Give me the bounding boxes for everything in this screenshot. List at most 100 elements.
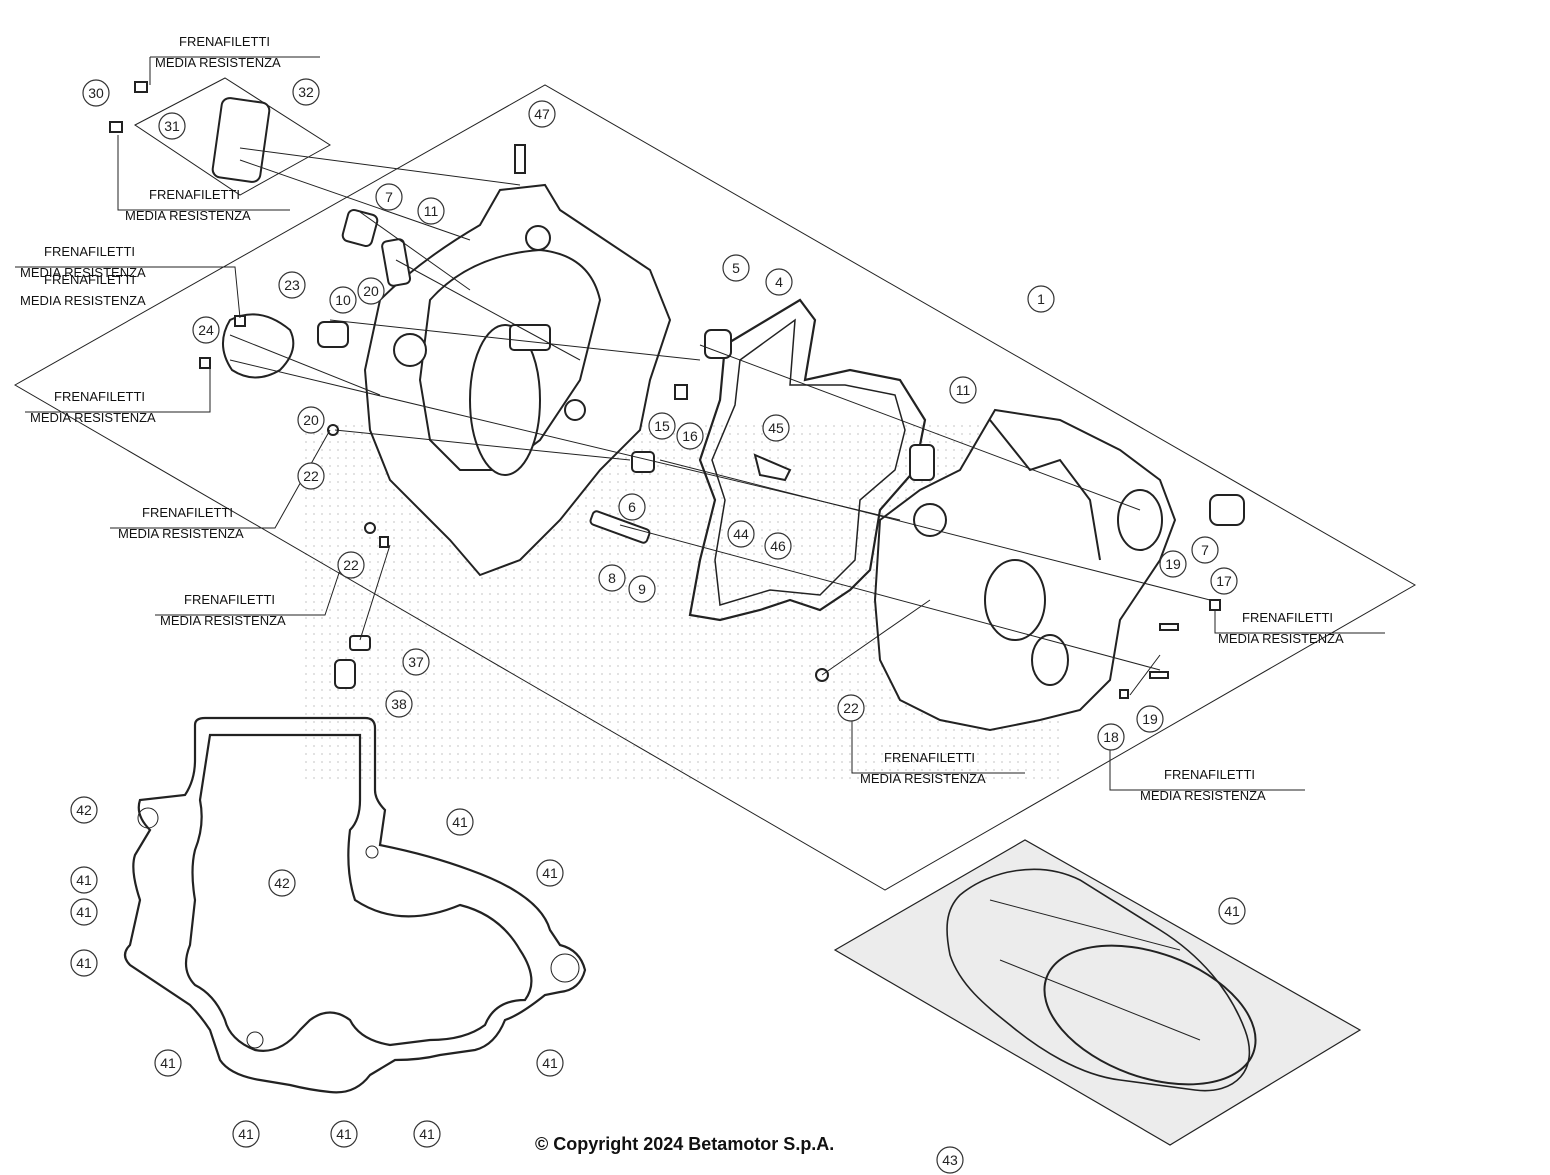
callout-circle bbox=[1210, 567, 1238, 595]
callout-19: 19 bbox=[1159, 550, 1187, 578]
callout-number: 17 bbox=[1216, 573, 1232, 589]
callout-circle bbox=[292, 78, 320, 106]
callout-circle bbox=[375, 183, 403, 211]
callout-number: 37 bbox=[408, 654, 424, 670]
callout-number: 9 bbox=[638, 581, 646, 597]
callout-circle bbox=[154, 1049, 182, 1077]
note-line2: MEDIA RESISTENZA bbox=[155, 55, 281, 70]
callout-47: 47 bbox=[528, 100, 556, 128]
callout-circle bbox=[70, 866, 98, 894]
callout-7: 7 bbox=[1191, 536, 1219, 564]
callout-circle bbox=[232, 1120, 260, 1148]
callout-circle bbox=[949, 376, 977, 404]
callout-38: 38 bbox=[385, 690, 413, 718]
callout-number: 42 bbox=[76, 802, 92, 818]
callout-42: 42 bbox=[70, 796, 98, 824]
note-line1: FRENAFILETTI bbox=[1242, 610, 1333, 625]
callout-41: 41 bbox=[70, 866, 98, 894]
callout-number: 11 bbox=[956, 382, 971, 398]
callout-circle bbox=[446, 808, 474, 836]
callout-number: 7 bbox=[1201, 542, 1209, 558]
callout-31: 31 bbox=[158, 112, 186, 140]
callout-circle bbox=[618, 493, 646, 521]
callout-circle bbox=[648, 412, 676, 440]
callout-20: 20 bbox=[357, 277, 385, 305]
callout-circle bbox=[936, 1146, 964, 1174]
callout-22: 22 bbox=[297, 462, 325, 490]
callout-number: 15 bbox=[654, 418, 670, 434]
callout-22: 22 bbox=[837, 694, 865, 722]
callout-44: 44 bbox=[727, 520, 755, 548]
note-line1: FRENAFILETTI bbox=[184, 592, 275, 607]
callout-circle bbox=[297, 406, 325, 434]
callout-number: 41 bbox=[238, 1126, 254, 1142]
callout-circle bbox=[330, 1120, 358, 1148]
note-line1: FRENAFILETTI bbox=[44, 272, 135, 287]
callout-4: 4 bbox=[765, 268, 793, 296]
callout-9: 9 bbox=[628, 575, 656, 603]
callout-number: 41 bbox=[76, 955, 92, 971]
callout-circle bbox=[1218, 897, 1246, 925]
callout-circle bbox=[536, 859, 564, 887]
leader-lines bbox=[229, 147, 1211, 696]
callout-number: 23 bbox=[284, 277, 300, 293]
callout-circle bbox=[297, 462, 325, 490]
callout-number: 38 bbox=[391, 696, 407, 712]
note-line1: FRENAFILETTI bbox=[142, 505, 233, 520]
callout-circle bbox=[536, 1049, 564, 1077]
callout-number: 22 bbox=[843, 700, 859, 716]
callout-circle bbox=[528, 100, 556, 128]
callout-number: 4 bbox=[775, 274, 783, 290]
callout-41: 41 bbox=[446, 808, 474, 836]
callout-circle bbox=[727, 520, 755, 548]
note-line2: MEDIA RESISTENZA bbox=[20, 265, 146, 280]
note-line2: MEDIA RESISTENZA bbox=[125, 208, 251, 223]
callout-41: 41 bbox=[536, 859, 564, 887]
callout-number: 22 bbox=[343, 557, 359, 573]
right-crankcase-half bbox=[873, 408, 1177, 732]
callout-number: 32 bbox=[298, 84, 314, 100]
callout-16: 16 bbox=[676, 422, 704, 450]
callout-number: 24 bbox=[198, 322, 214, 338]
callout-circle bbox=[268, 869, 296, 897]
callout-number: 45 bbox=[768, 420, 784, 436]
callout-labels: 3031324771123102024202222541151664544468… bbox=[70, 78, 1246, 1174]
callout-circle bbox=[764, 532, 792, 560]
callout-circle bbox=[837, 694, 865, 722]
callout-number: 30 bbox=[88, 85, 104, 101]
note-line1: FRENAFILETTI bbox=[44, 244, 135, 259]
callout-number: 5 bbox=[732, 260, 740, 276]
callout-17: 17 bbox=[1210, 567, 1238, 595]
callout-37: 37 bbox=[402, 648, 430, 676]
callout-circle bbox=[598, 564, 626, 592]
callout-circle bbox=[278, 271, 306, 299]
callout-5: 5 bbox=[722, 254, 750, 282]
callout-number: 20 bbox=[363, 283, 379, 299]
callout-number: 46 bbox=[770, 538, 786, 554]
callout-number: 41 bbox=[76, 904, 92, 920]
callout-circle bbox=[82, 79, 110, 107]
callout-10: 10 bbox=[329, 286, 357, 314]
center-gasket-4 bbox=[688, 298, 927, 622]
callout-18: 18 bbox=[1097, 723, 1125, 751]
crankcase-gasket-outline bbox=[123, 716, 587, 1094]
callout-32: 32 bbox=[292, 78, 320, 106]
callout-41: 41 bbox=[330, 1120, 358, 1148]
callout-number: 19 bbox=[1165, 556, 1181, 572]
callout-43: 43 bbox=[936, 1146, 964, 1174]
note-line2: MEDIA RESISTENZA bbox=[1218, 631, 1344, 646]
callout-41: 41 bbox=[154, 1049, 182, 1077]
callout-circle bbox=[357, 277, 385, 305]
callout-22: 22 bbox=[337, 551, 365, 579]
callout-circle bbox=[765, 268, 793, 296]
callout-number: 20 bbox=[303, 412, 319, 428]
callout-41: 41 bbox=[70, 898, 98, 926]
callout-1: 1 bbox=[1027, 285, 1055, 313]
callout-41: 41 bbox=[70, 949, 98, 977]
callout-number: 41 bbox=[419, 1126, 435, 1142]
